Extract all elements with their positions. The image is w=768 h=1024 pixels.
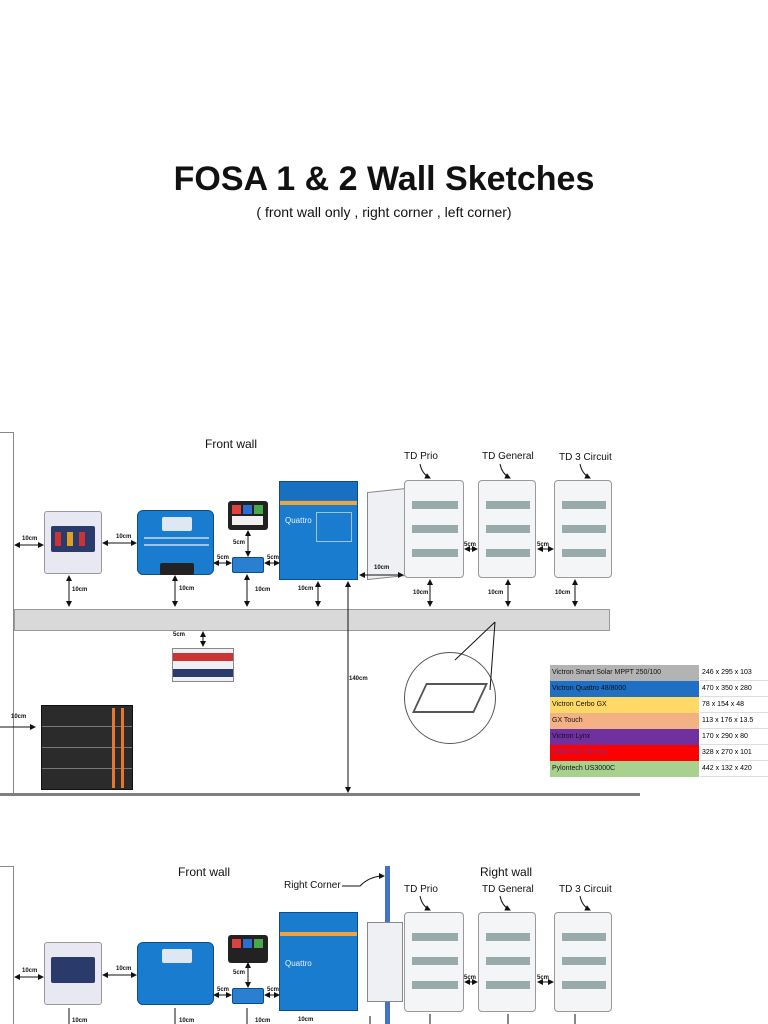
page-subtitle: ( front wall only , right corner , left …	[256, 204, 512, 220]
cable-tray	[14, 609, 610, 631]
cerbo-gx-2	[232, 988, 264, 1004]
right-corner-label: Right Corner	[284, 880, 341, 891]
battery-stack	[41, 705, 133, 790]
td-prio-panel-2	[367, 922, 403, 1002]
td-3-circuit-label: TD 3 Circuit	[559, 452, 612, 463]
td-prio-label: TD Prio	[404, 451, 438, 462]
legend-item-name: Victron Smart Solar MPPT 250/100	[550, 665, 699, 681]
dim-lynx-tray: 5cm	[173, 632, 186, 638]
td-3-circuit-enclosure	[554, 480, 612, 578]
legend-item-size: 113 x 176 x 13.5	[700, 713, 768, 729]
legend-item-size: 170 x 290 x 80	[700, 729, 768, 745]
legend-item-name: Victron Lynx	[550, 729, 699, 745]
dim2-lynx-gap-right: 5cm	[267, 987, 280, 993]
dim-below-2: 10cm	[179, 586, 195, 592]
dim2-left-gap: 10cm	[22, 968, 38, 974]
dim-td-gap-1: 5cm	[464, 542, 477, 548]
dim-lynx-gap-left: 5cm	[217, 555, 230, 561]
cerbo-gx	[232, 557, 264, 573]
legend-item-size: 246 x 295 x 103	[700, 665, 768, 681]
dim-battery-gap: 10cm	[11, 714, 27, 720]
wall-label: Front wall	[205, 437, 258, 451]
lynx-busbar	[172, 648, 234, 682]
td-prio-enclosure-2	[404, 912, 464, 1012]
td-general-label: TD General	[482, 451, 534, 462]
dim-left-gap: 10cm	[22, 536, 38, 542]
legend-item-name: Pylontech US3000C	[550, 761, 699, 777]
surge-protector-box	[44, 511, 102, 574]
legend-item-size: 442 x 132 x 420	[700, 761, 768, 777]
dim2-below-2: 10cm	[179, 1018, 195, 1024]
legend-item-name: ONESTO TD Prio	[550, 745, 699, 761]
cable-tray-detail	[404, 652, 496, 744]
left-wall-edge-2	[0, 866, 14, 1024]
dim-td-gap-2: 5cm	[537, 542, 550, 548]
legend-item-size: 328 x 270 x 101	[700, 745, 768, 761]
wall-label-2: Front wall	[178, 865, 231, 879]
legend-item-name: Victron Cerbo GX	[550, 697, 699, 713]
quattro-text: Quattro	[285, 516, 312, 525]
dim-lynx-gap-right: 5cm	[267, 555, 280, 561]
dim-below-1: 10cm	[72, 587, 88, 593]
dim-height: 140cm	[349, 676, 368, 682]
mppt-charger	[137, 510, 214, 575]
dim-mid-gap: 10cm	[116, 534, 132, 540]
dim2-td-gap-1: 5cm	[464, 975, 477, 981]
floor-line	[0, 793, 640, 796]
dim2-lynx-gap-left: 5cm	[217, 987, 230, 993]
dim2-td-gap-2: 5cm	[537, 975, 550, 981]
gx-touch-display	[228, 501, 268, 530]
td-3-circuit-label-2: TD 3 Circuit	[559, 884, 612, 895]
dim-quattro-gap: 10cm	[374, 565, 390, 571]
td-3-circuit-enclosure-2	[554, 912, 612, 1012]
dim-below-5: 10cm	[413, 590, 429, 596]
td-general-label-2: TD General	[482, 884, 534, 895]
right-wall-label: Right wall	[480, 865, 533, 879]
dim2-mid-gap: 10cm	[116, 966, 132, 972]
quattro-inverter: Quattro	[279, 481, 358, 580]
dim-below-6: 10cm	[488, 590, 504, 596]
left-wall-edge	[0, 432, 14, 794]
quattro-text-2: Quattro	[285, 959, 312, 968]
legend-item-name: GX Touch	[550, 713, 699, 729]
legend-item-size: 470 x 350 x 280	[700, 681, 768, 697]
page-title: FOSA 1 & 2 Wall Sketches	[173, 160, 595, 198]
legend-item-size: 78 x 154 x 48	[700, 697, 768, 713]
dim2-below-1: 10cm	[72, 1018, 88, 1024]
td-prio-label-2: TD Prio	[404, 884, 438, 895]
dim-below-4: 10cm	[298, 586, 314, 592]
quattro-inverter-2: Quattro	[279, 912, 358, 1011]
surge-protector-box-2	[44, 942, 102, 1005]
td-general-enclosure	[478, 480, 536, 578]
td-general-enclosure-2	[478, 912, 536, 1012]
legend-item-name: Victron Quattro 48/8000	[550, 681, 699, 697]
dim-below-7: 10cm	[555, 590, 571, 596]
dim-gx-gap: 5cm	[233, 540, 246, 546]
dim-below-3: 10cm	[255, 587, 271, 593]
mppt-charger-2	[137, 942, 214, 1005]
dim2-below-3: 10cm	[255, 1018, 271, 1024]
td-prio-enclosure	[404, 480, 464, 578]
dim2-below-4: 10cm	[298, 1017, 314, 1023]
dim2-gx-gap: 5cm	[233, 970, 246, 976]
gx-touch-display-2	[228, 935, 268, 963]
